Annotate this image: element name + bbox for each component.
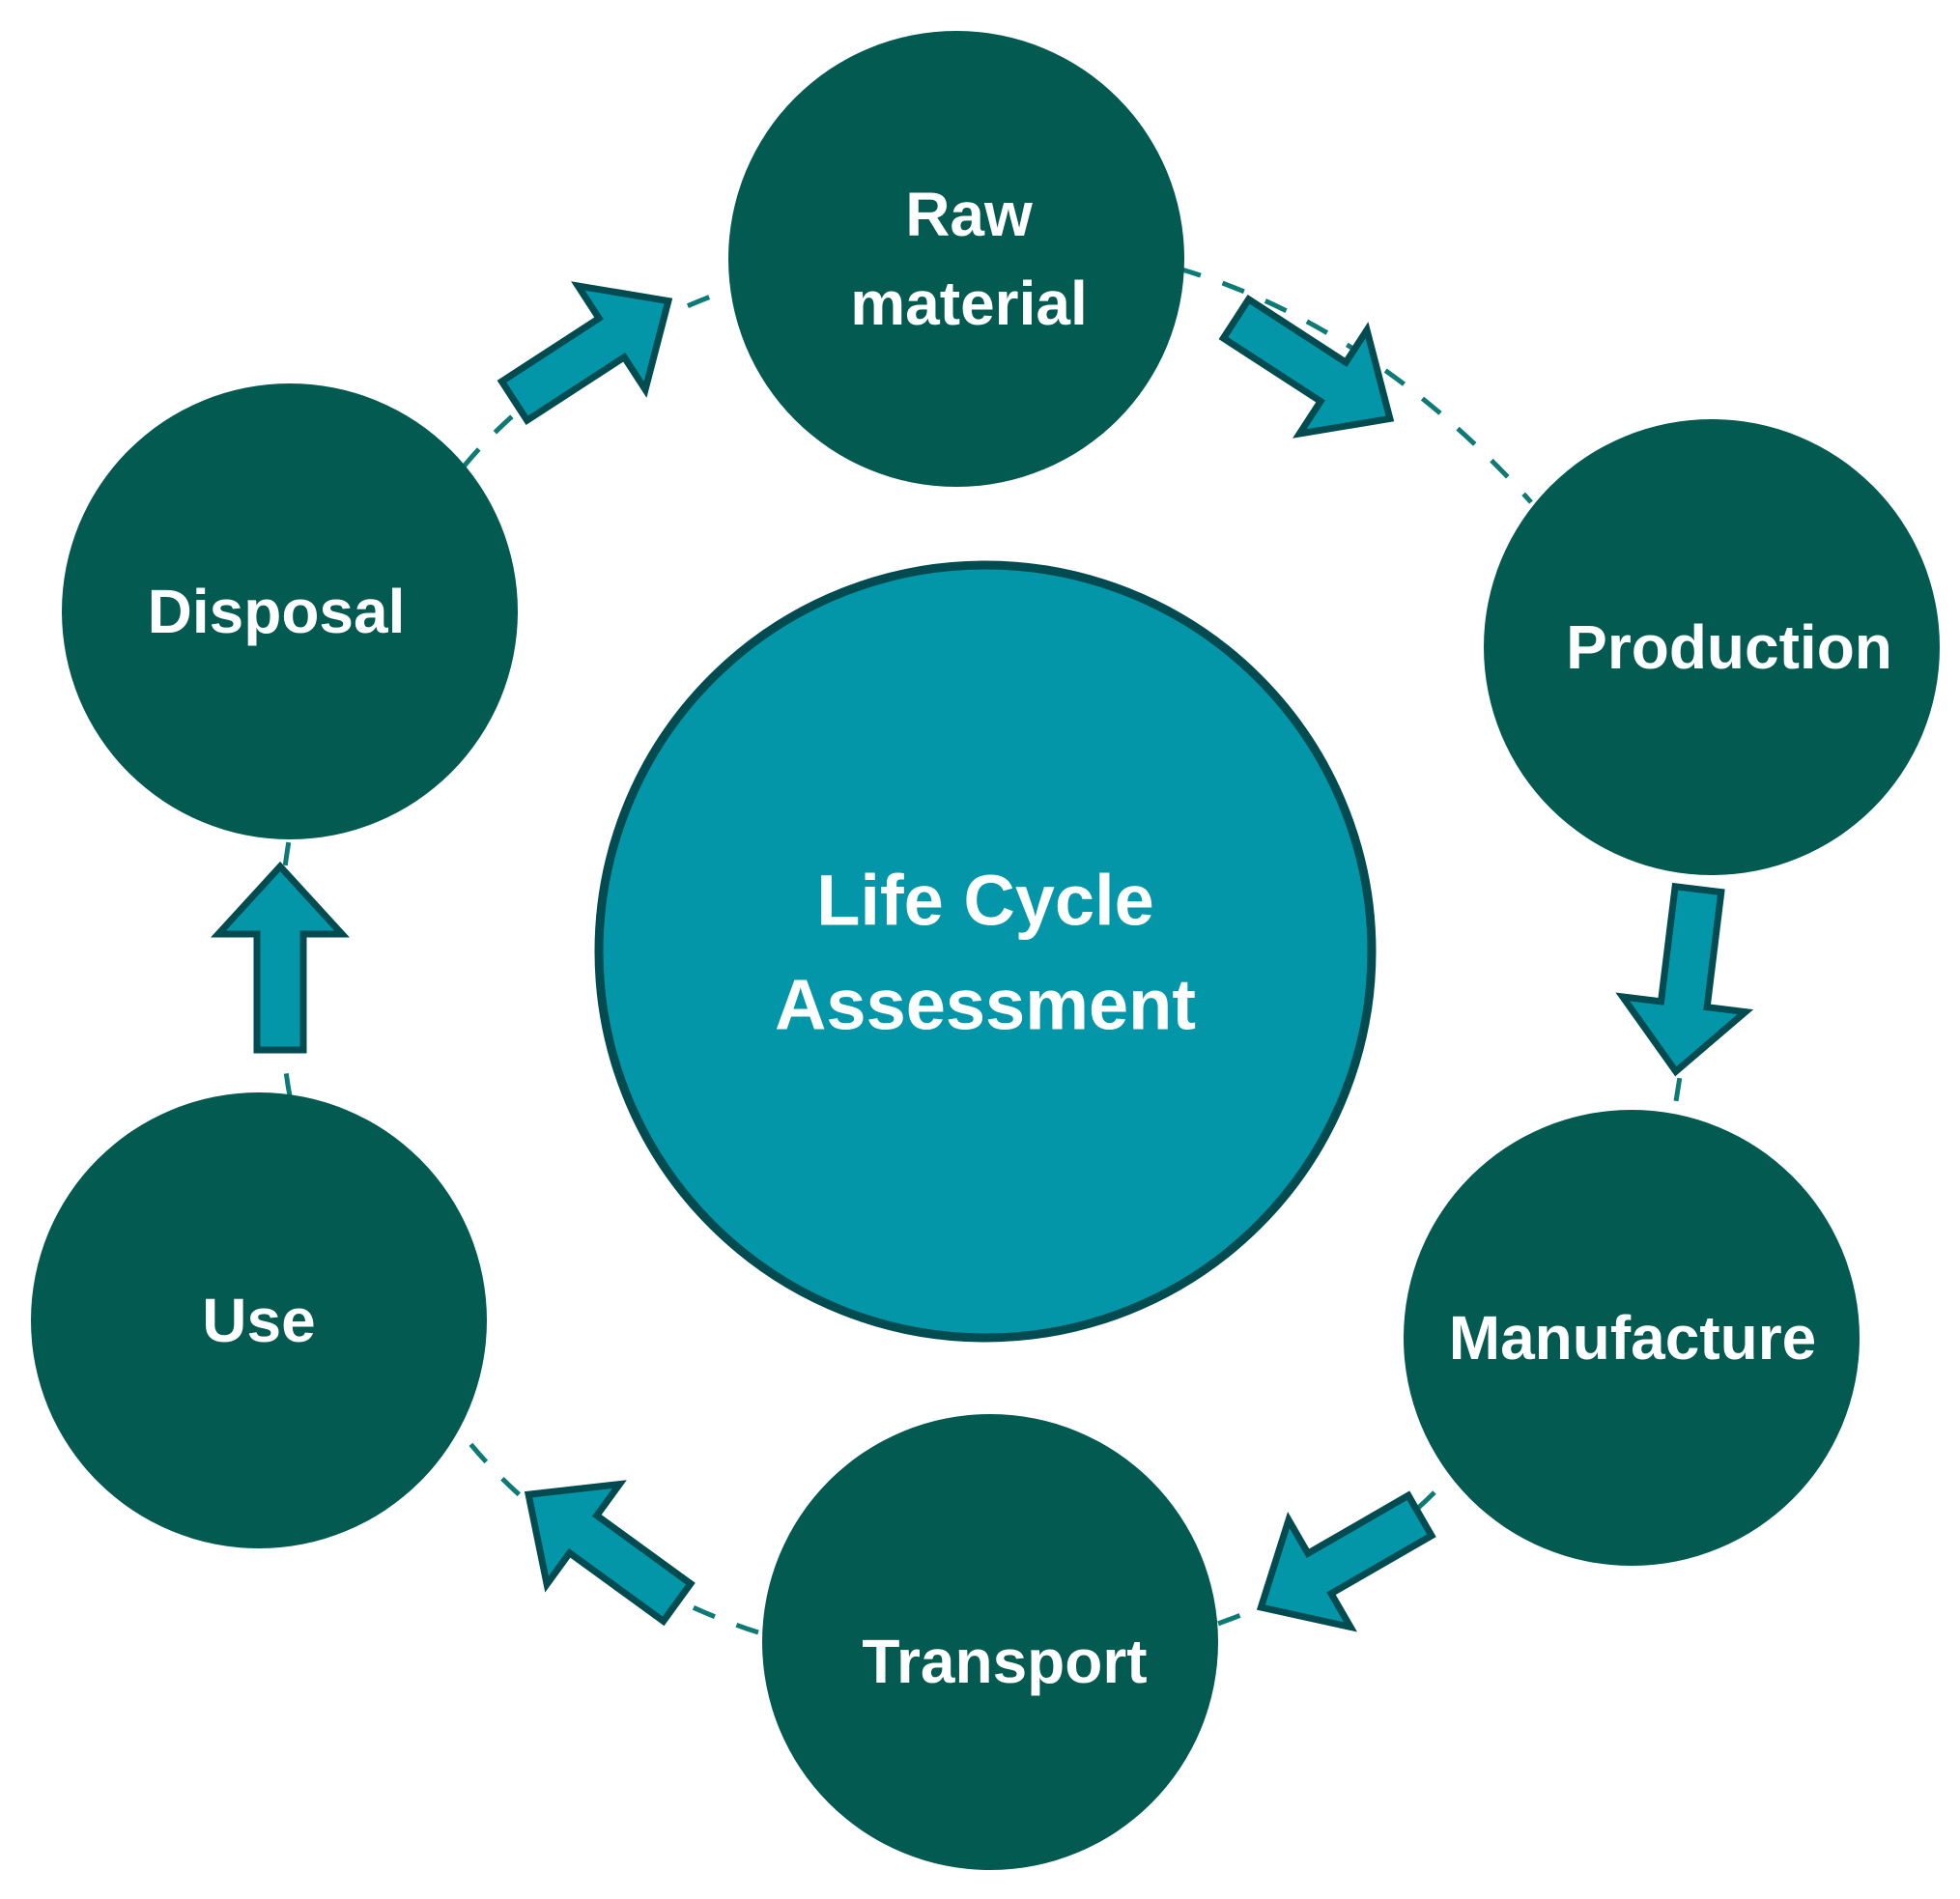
center-circle (594, 560, 1377, 1343)
stage-label-production: Production (1566, 612, 1892, 682)
center-title-line-1: Life Cycle (816, 861, 1154, 941)
arrow-raw-to-production (1218, 295, 1395, 439)
stage-circle-production (1484, 419, 1940, 875)
stage-label-raw-line-2: material (850, 269, 1087, 338)
stage-label-use: Use (202, 1286, 315, 1355)
stage-circle-manufacture (1404, 1110, 1860, 1566)
stage-label-disposal: Disposal (148, 577, 406, 646)
arrow-production-to-manufacture (1615, 882, 1754, 1077)
stage-circle-raw-material (728, 31, 1184, 487)
center-node: Life Cycle Assessment (594, 560, 1377, 1343)
arrow-manufacture-to-transport (1256, 1490, 1436, 1632)
stage-use: Use (31, 1092, 487, 1548)
stage-label-raw-line-1: Raw (905, 180, 1033, 249)
flow-arrows (211, 281, 1754, 1632)
stage-manufacture: Manufacture (1404, 1110, 1860, 1566)
stage-label-manufacture: Manufacture (1449, 1303, 1817, 1373)
stage-circle-disposal (62, 383, 518, 839)
connector-raw-to-production (1178, 266, 1533, 504)
stage-transport: Transport (762, 1414, 1218, 1870)
stage-circle-transport (762, 1414, 1218, 1870)
stage-circle-use (31, 1092, 487, 1548)
stage-label-transport: Transport (862, 1627, 1147, 1696)
arrow-transport-to-use (524, 1480, 696, 1627)
stage-raw-material: Raw material (728, 31, 1184, 487)
center-title-line-2: Assessment (775, 965, 1196, 1045)
stage-disposal: Disposal (62, 383, 518, 839)
stage-production: Production (1484, 419, 1940, 875)
arrow-disposal-to-raw (497, 281, 673, 425)
arrow-use-to-disposal (211, 861, 350, 1054)
